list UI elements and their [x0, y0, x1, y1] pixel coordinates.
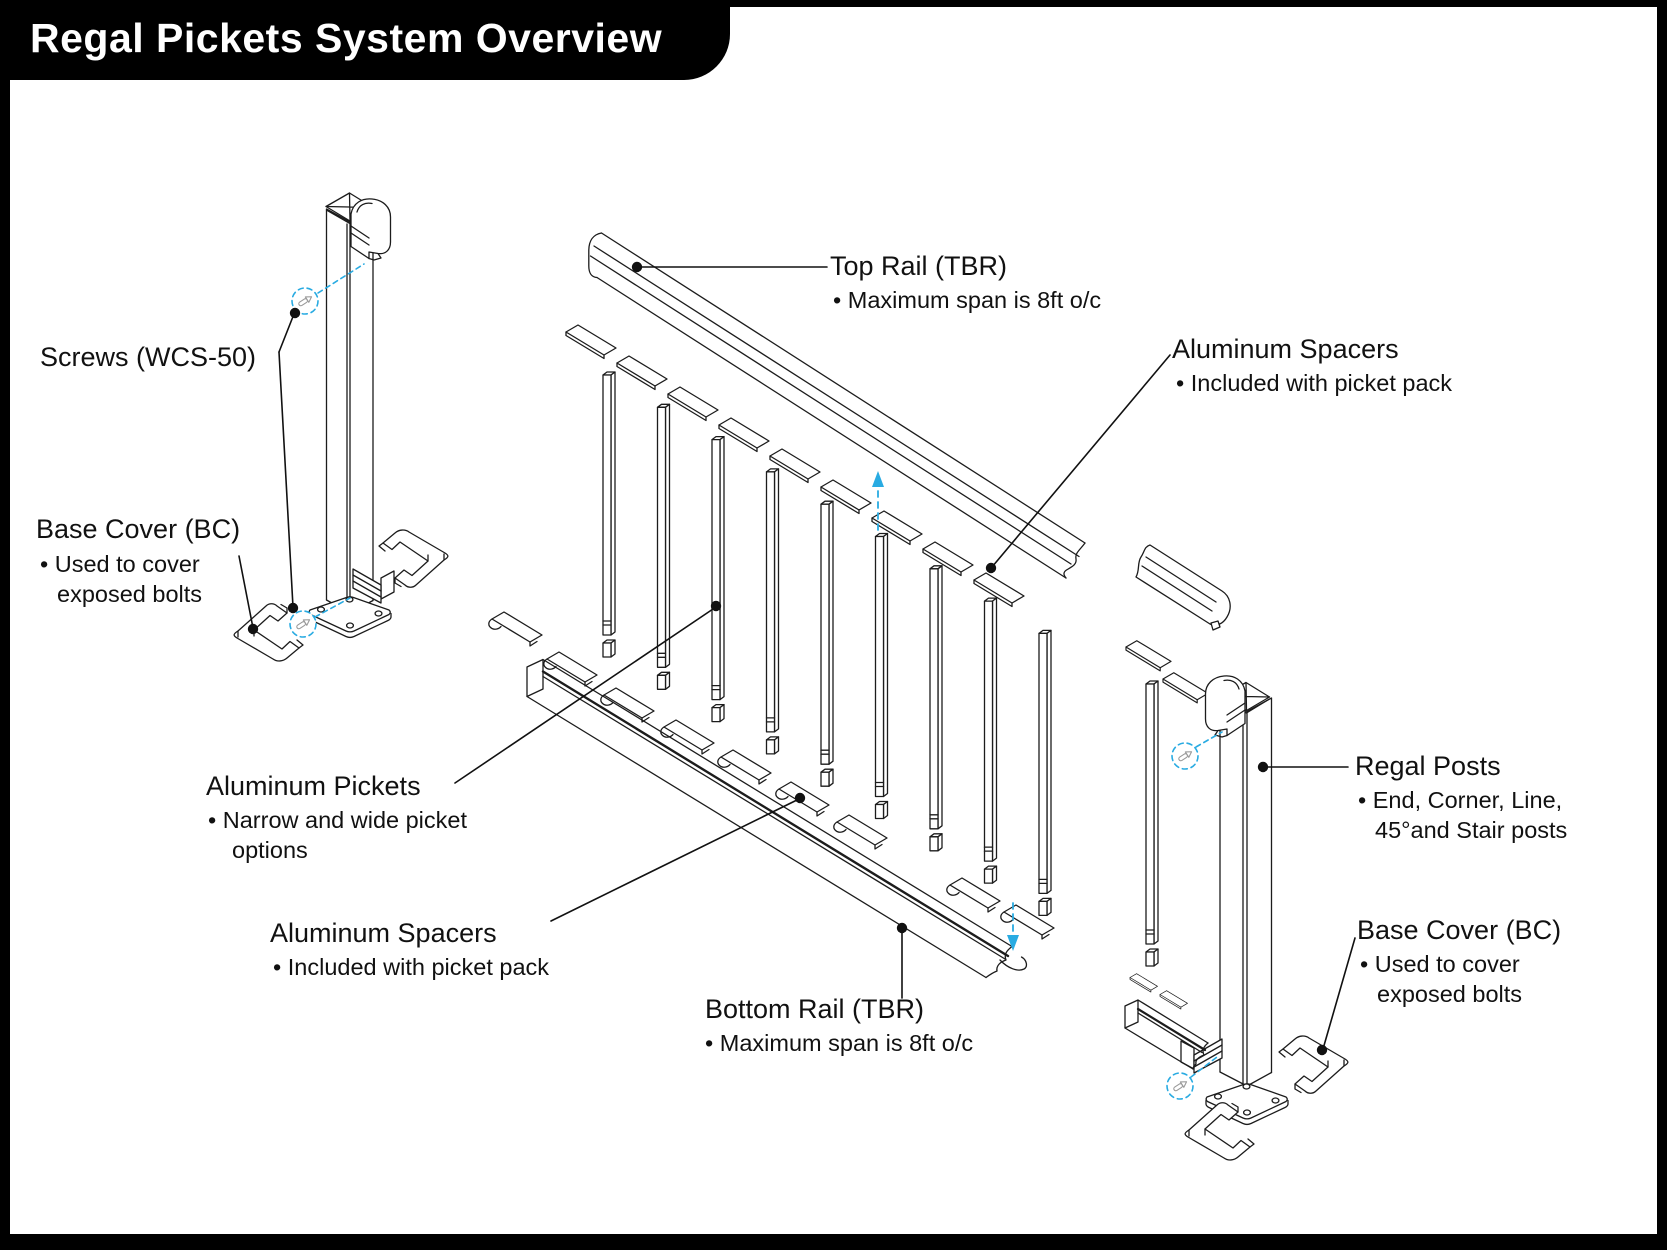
label-bullet: • Narrow and wide picket: [208, 807, 468, 833]
picket: [983, 597, 998, 884]
rail-bracket: [350, 198, 392, 261]
label-bullet: • Maximum span is 8ft o/c: [705, 1030, 974, 1056]
label-title: Base Cover (BC): [1357, 915, 1562, 945]
rail-bracket: [1204, 675, 1246, 738]
label-base-cover-right: Base Cover (BC) • Used to cover exposed …: [1357, 915, 1561, 1009]
picket: [711, 435, 725, 723]
label-aluminum-pickets: Aluminum Pickets • Narrow and wide picke…: [206, 771, 467, 865]
label-bullet: • Included with picket pack: [273, 954, 550, 980]
left-post: [325, 207, 374, 614]
label-base-cover-left: Base Cover (BC) • Used to cover exposed …: [36, 514, 240, 609]
spacer: [973, 572, 1025, 608]
spacer: [1129, 973, 1158, 993]
label-title: Bottom Rail (TBR): [705, 994, 925, 1024]
base-cover: [1278, 1035, 1349, 1094]
right-post: [1219, 696, 1273, 1087]
top-spacer-row: [565, 324, 1025, 608]
picket: [1038, 629, 1052, 917]
label-bottom-rail: Bottom Rail (TBR) • Maximum span is 8ft …: [705, 994, 973, 1058]
picket: [929, 565, 943, 852]
right-post-assembly: [1124, 544, 1349, 1161]
assembly-arrows: [872, 471, 1019, 951]
picket: [765, 468, 780, 755]
spacer: [543, 651, 598, 687]
label-aluminum-spacers-top: Aluminum Spacers • Included with picket …: [1172, 334, 1452, 398]
label-bullet: • Used to cover: [40, 551, 200, 577]
label-bullet: • End, Corner, Line,: [1358, 787, 1563, 813]
label-bullet: options: [232, 837, 308, 863]
label-bullet: • Maximum span is 8ft o/c: [833, 287, 1102, 313]
left-post-assembly: [233, 192, 449, 662]
label-top-rail: Top Rail (TBR) • Maximum span is 8ft o/c: [830, 251, 1101, 315]
label-title: Aluminum Spacers: [270, 918, 497, 948]
label-screws: Screws (WCS-50): [40, 342, 256, 373]
spacer: [717, 749, 772, 785]
label-title: Screws (WCS-50): [40, 342, 257, 372]
leader-lines: [238, 261, 1356, 1056]
label-title: Aluminum Spacers: [1172, 334, 1399, 364]
label-bullet: • Used to cover: [1360, 951, 1520, 977]
spacer: [1159, 990, 1188, 1010]
picket: [656, 403, 671, 690]
spacer: [1125, 640, 1172, 672]
picket: [820, 500, 834, 787]
label-regal-posts: Regal Posts • End, Corner, Line, 45°and …: [1355, 751, 1567, 845]
spacer: [616, 355, 668, 391]
picket: [1145, 680, 1159, 967]
label-aluminum-spacers-bottom: Aluminum Spacers • Included with picket …: [270, 918, 549, 982]
label-title: Regal Posts: [1355, 751, 1501, 781]
top-rail-drawing: [588, 232, 1086, 579]
label-bullet: 45°and Stair posts: [1375, 817, 1568, 843]
bottom-rail-segment: [1124, 999, 1209, 1070]
spacer: [667, 386, 719, 422]
spacer: [718, 417, 770, 453]
bottom-rail-drawing: [526, 658, 1028, 979]
label-title: Aluminum Pickets: [206, 771, 421, 801]
label-bullet: • Included with picket pack: [1176, 370, 1453, 396]
page-title: Regal Pickets System Overview: [30, 14, 663, 61]
spacer: [1162, 672, 1209, 704]
spacer: [488, 611, 543, 647]
title-bar: Regal Pickets System Overview: [0, 0, 730, 80]
label-bullet: exposed bolts: [1377, 981, 1523, 1007]
label-title: Top Rail (TBR): [830, 251, 1008, 281]
post-base-plate: [308, 596, 392, 639]
spacer: [565, 324, 617, 360]
top-rail-segment: [1135, 544, 1231, 631]
picket: [602, 371, 616, 658]
label-bullet: exposed bolts: [57, 581, 203, 607]
railing-panel: [488, 232, 1086, 979]
picket: [874, 532, 889, 820]
spacer: [833, 814, 888, 850]
label-title: Base Cover (BC): [36, 514, 241, 544]
